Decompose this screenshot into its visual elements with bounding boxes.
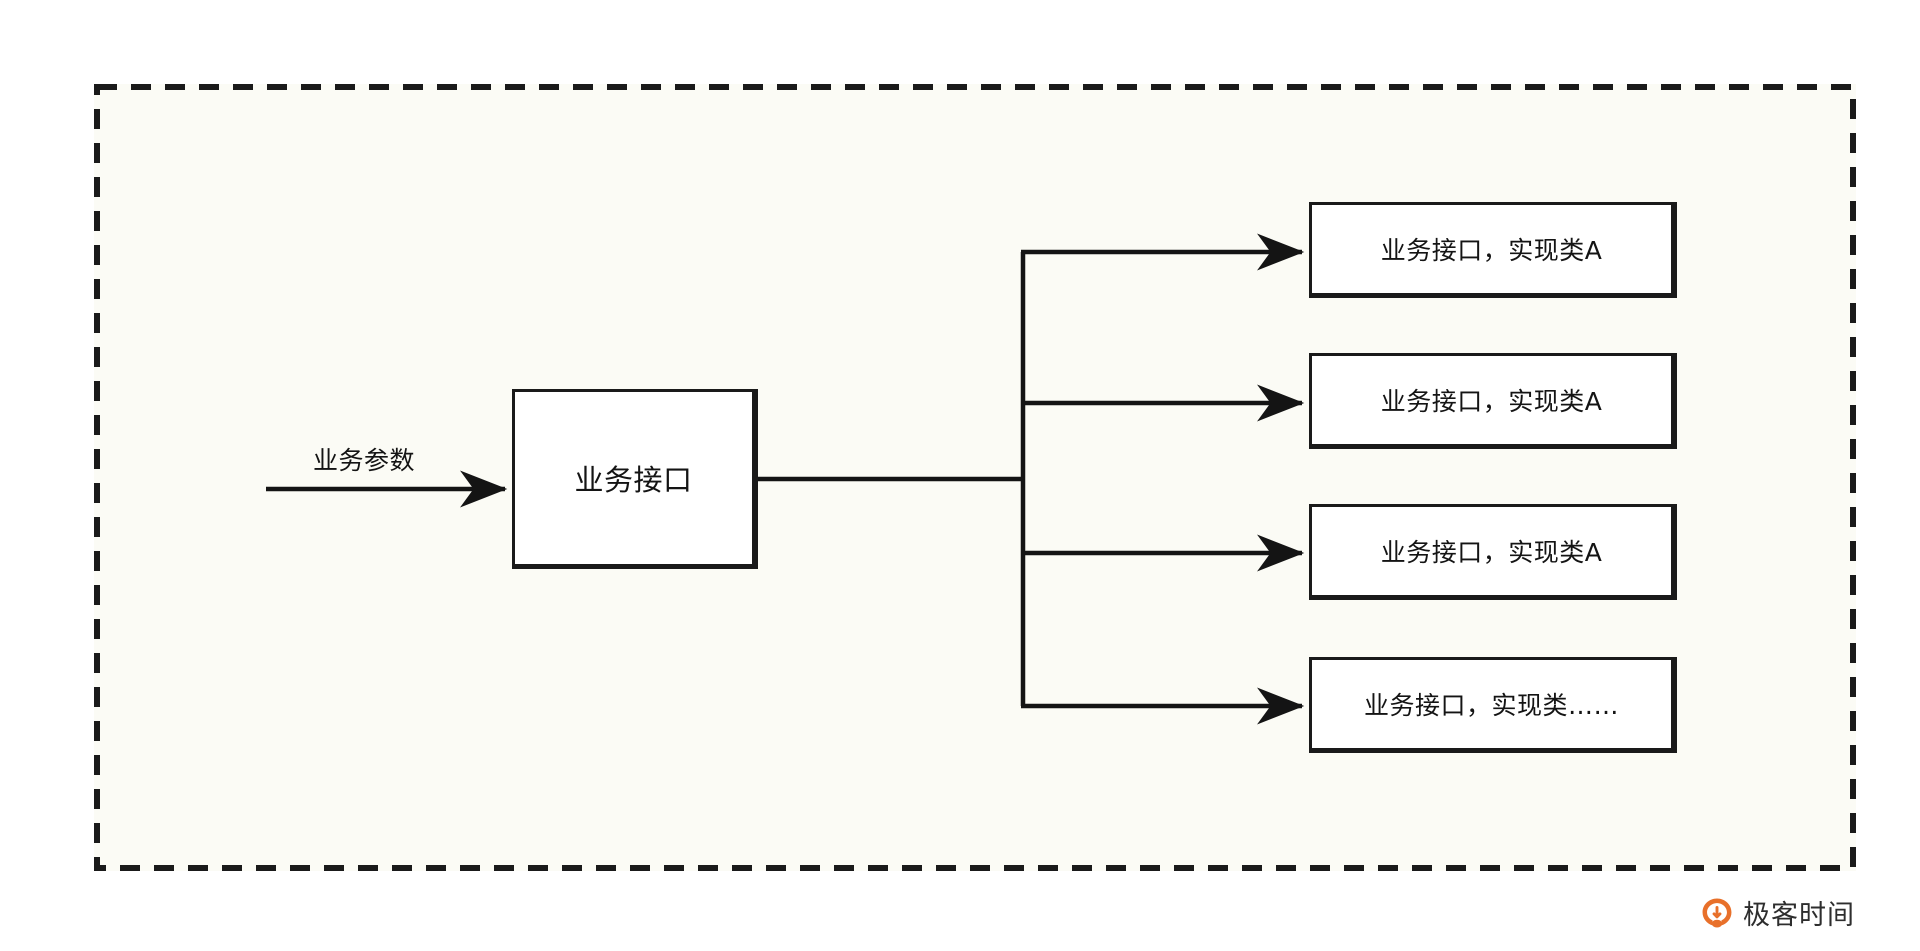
- geektime-logo-icon: [1702, 898, 1732, 928]
- node-business-interface: 业务接口: [512, 389, 758, 569]
- node-implementation-2-label: 业务接口，实现类A: [1380, 387, 1603, 416]
- node-implementation-4: 业务接口，实现类……: [1309, 657, 1677, 753]
- node-implementation-2: 业务接口，实现类A: [1309, 353, 1677, 449]
- node-implementation-1-label: 业务接口，实现类A: [1380, 236, 1603, 265]
- watermark: 极客时间: [1700, 893, 1855, 932]
- node-implementation-3-label: 业务接口，实现类A: [1380, 538, 1603, 567]
- node-implementation-3: 业务接口，实现类A: [1309, 504, 1677, 600]
- node-business-interface-label: 业务接口: [574, 463, 693, 497]
- node-implementation-4-label: 业务接口，实现类……: [1363, 691, 1619, 720]
- edge-label-business-parameter: 业务参数: [313, 446, 416, 475]
- node-implementation-1: 业务接口，实现类A: [1309, 202, 1677, 298]
- watermark-label: 极客时间: [1743, 900, 1855, 931]
